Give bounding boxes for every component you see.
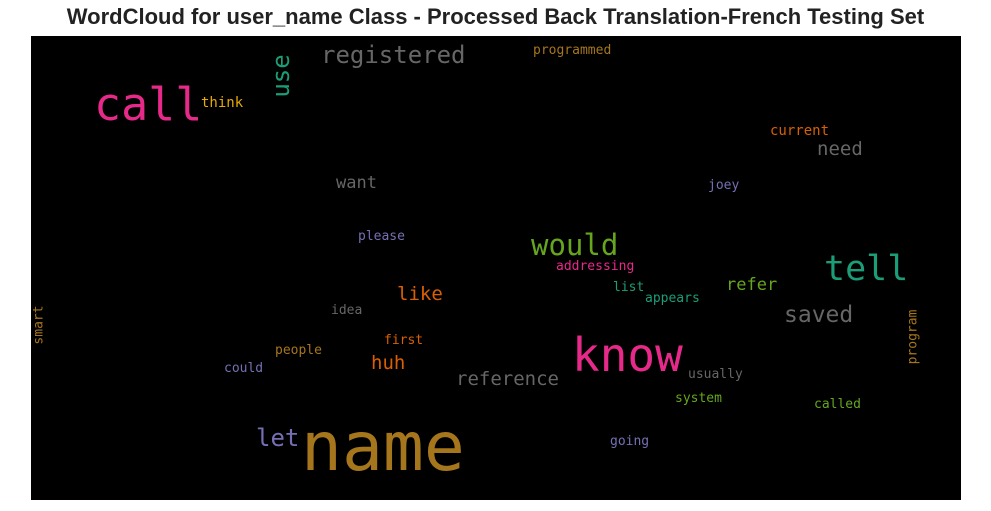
word-people: people <box>275 343 322 358</box>
word-huh: huh <box>371 352 406 374</box>
word-think: think <box>201 95 244 111</box>
word-saved: saved <box>784 302 854 328</box>
word-idea: idea <box>331 303 363 318</box>
word-let: let <box>256 424 300 452</box>
wordcloud-panel: name know call tell would registered use let sav… <box>31 36 961 500</box>
word-programmed: programmed <box>533 43 612 58</box>
word-could: could <box>224 361 264 376</box>
word-smart: smart <box>31 305 47 345</box>
word-would: would <box>531 228 619 262</box>
word-reference: reference <box>456 368 559 390</box>
word-please: please <box>358 229 405 244</box>
word-addressing: addressing <box>556 259 635 274</box>
word-call: call <box>94 78 203 131</box>
word-tell: tell <box>824 249 909 289</box>
word-name: name <box>301 408 465 487</box>
word-use: use <box>267 54 295 98</box>
word-system: system <box>675 391 722 406</box>
word-joey: joey <box>708 178 740 193</box>
word-current: current <box>770 123 830 139</box>
word-like: like <box>397 283 443 305</box>
word-know: know <box>572 328 683 382</box>
word-going: going <box>610 434 650 449</box>
word-program: program <box>905 309 921 365</box>
word-called: called <box>814 397 861 412</box>
word-list: list <box>613 280 645 295</box>
word-usually: usually <box>688 367 743 382</box>
word-appears: appears <box>645 291 700 306</box>
word-first: first <box>384 333 424 348</box>
word-need: need <box>817 138 863 160</box>
word-refer: refer <box>726 275 778 295</box>
word-registered: registered <box>321 41 466 69</box>
word-want: want <box>336 173 377 193</box>
chart-title: WordCloud for user_name Class - Processe… <box>66 4 925 29</box>
